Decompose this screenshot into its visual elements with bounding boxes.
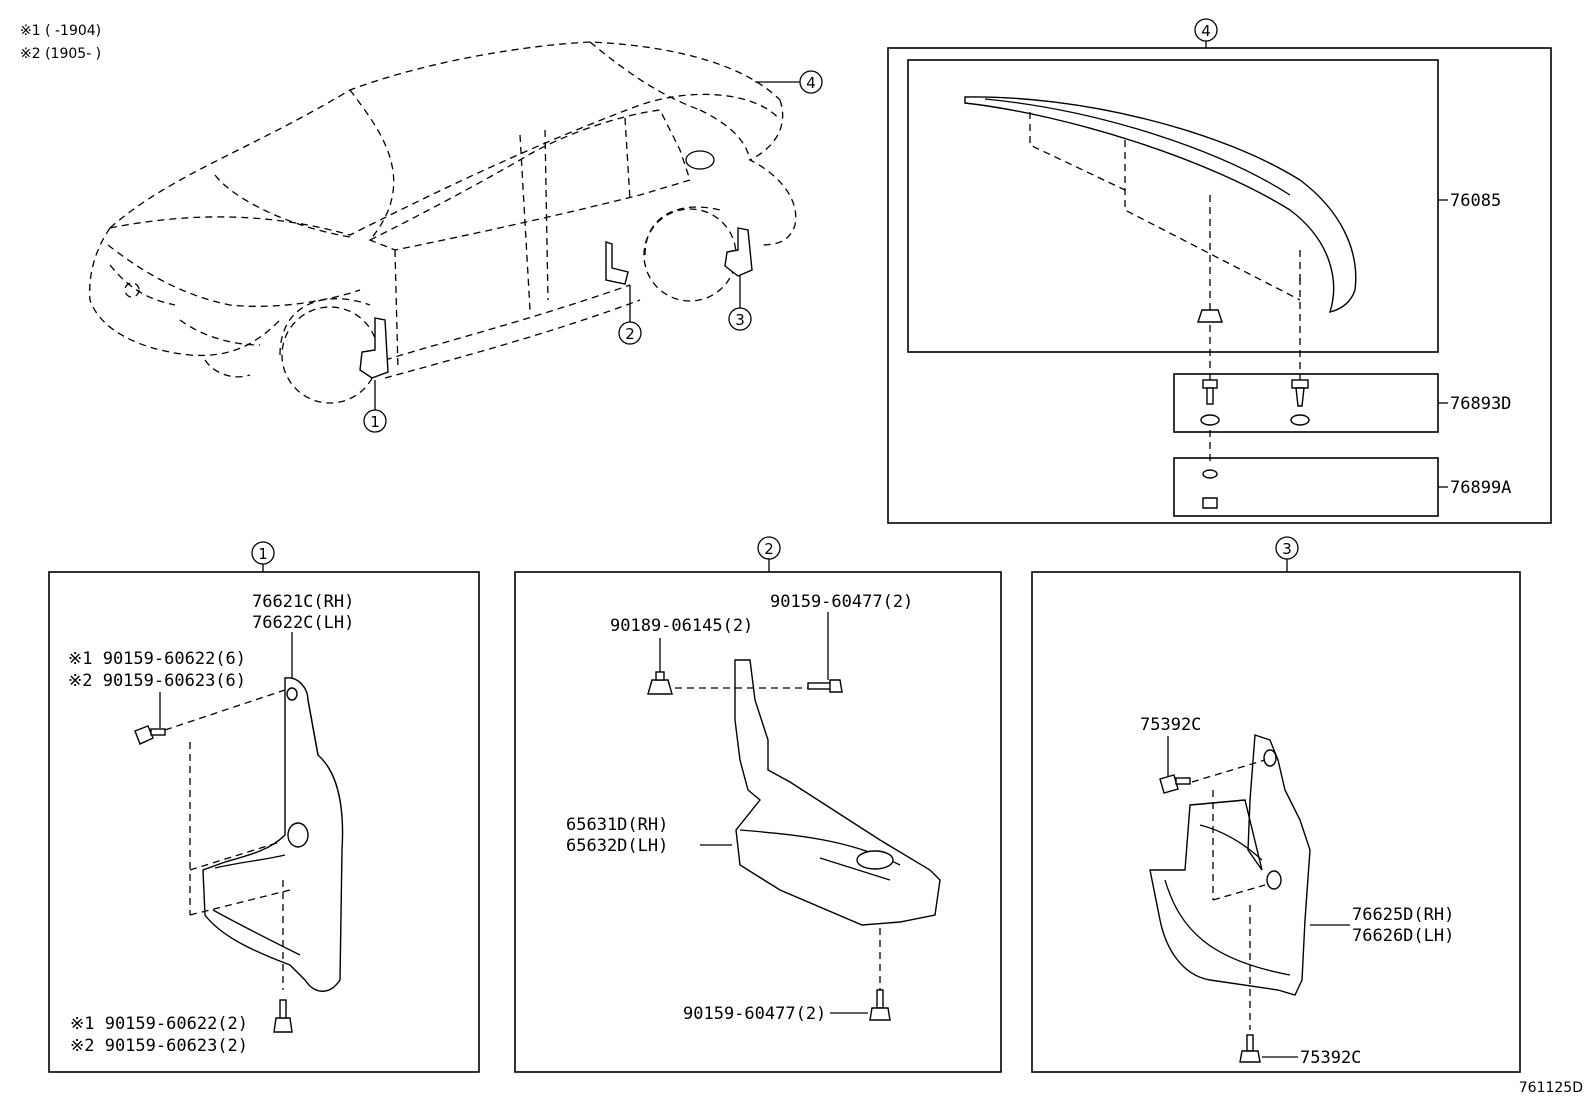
part-76621C-rh: 76621C(RH) <box>252 592 354 612</box>
front-mudguard-drawing <box>202 677 344 992</box>
screw-90159-bottom-icon <box>869 989 891 1021</box>
car-overview-drawing <box>89 41 797 404</box>
rear-lower-screw-icon <box>1239 1034 1261 1063</box>
panel-rear-mudguard <box>1031 571 1521 1073</box>
lower-screw-icon <box>273 999 293 1033</box>
rear-mudguard-drawing <box>1149 734 1311 996</box>
part-90189-06145: 90189-06145(2) <box>610 616 753 636</box>
upper-screw-note-1: ※1 90159-60622(6) <box>68 649 246 669</box>
callout-3-overview-label: 3 <box>735 311 745 329</box>
upper-screw-icon <box>134 725 166 745</box>
rear-upper-screw-icon <box>1159 774 1191 794</box>
part-76085: 76085 <box>1450 191 1501 211</box>
part-76626D-lh: 76626D(LH) <box>1352 926 1454 946</box>
callout-1-overview <box>363 409 387 433</box>
side-guard-drawing <box>734 659 941 926</box>
lower-screw-note-1: ※1 90159-60622(2) <box>70 1014 248 1034</box>
callout-4-overview <box>799 70 823 94</box>
callout-3-panel-label: 3 <box>1282 540 1292 558</box>
spoiler-panel <box>887 47 1552 524</box>
part-76625D-rh: 76625D(RH) <box>1352 905 1454 925</box>
nut-set-parts <box>1202 469 1218 509</box>
part-90159-60477-bottom: 90159-60477(2) <box>683 1004 826 1024</box>
part-76899A: 76899A <box>1450 478 1511 498</box>
part-65631D-rh: 65631D(RH) <box>566 815 668 835</box>
spoiler-main-box <box>907 59 1439 353</box>
callout-2-panel-label: 2 <box>764 540 774 558</box>
callout-2-overview <box>618 321 642 345</box>
part-75392C-bottom: 75392C <box>1300 1048 1361 1068</box>
callout-3-overview <box>728 307 752 331</box>
note-2: ※2 (1905- ) <box>20 46 101 62</box>
note-1: ※1 ( -1904) <box>20 23 101 39</box>
spoiler-drawing <box>964 96 1357 313</box>
part-65632D-lh: 65632D(LH) <box>566 836 668 856</box>
upper-screw-note-2: ※2 90159-60623(6) <box>68 671 246 691</box>
figure-id: 761125D <box>1519 1080 1583 1096</box>
lower-screw-note-2: ※2 90159-60623(2) <box>70 1036 248 1056</box>
callout-1-overview-label: 1 <box>370 413 380 431</box>
panel-front-mudguard <box>48 571 480 1073</box>
callout-2-overview-label: 2 <box>625 325 635 343</box>
part-76622C-lh: 76622C(LH) <box>252 613 354 633</box>
callout-1-panel-label: 1 <box>258 545 268 563</box>
clip-set-parts <box>1200 379 1310 426</box>
callout-4-panel-label: 4 <box>1201 22 1211 40</box>
part-90159-60477-top: 90159-60477(2) <box>770 592 913 612</box>
part-76893D: 76893D <box>1450 394 1511 414</box>
clip-90189-icon <box>647 671 673 695</box>
callout-4-overview-label: 4 <box>806 74 816 92</box>
part-75392C-top: 75392C <box>1140 715 1201 735</box>
panel-side-guard <box>514 571 1002 1073</box>
screw-90159-top-icon <box>807 679 843 693</box>
